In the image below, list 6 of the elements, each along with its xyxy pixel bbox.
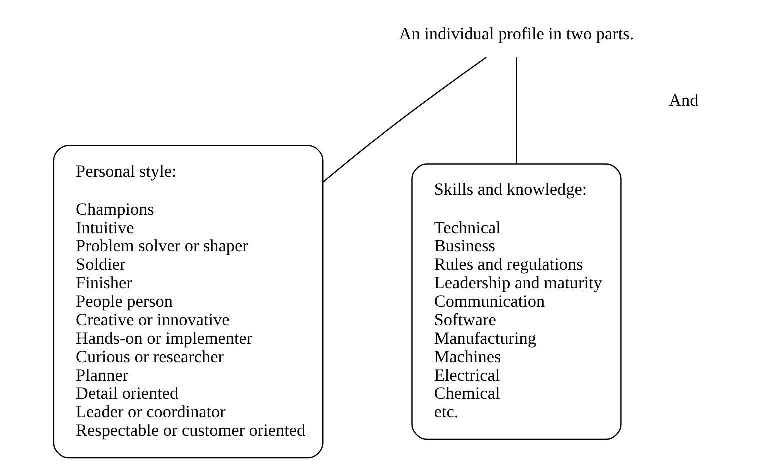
node-text: An individual profile in two parts. <box>398 24 634 44</box>
connector <box>516 58 517 164</box>
connector <box>322 57 486 183</box>
node-box: Skills and knowledge: Technical Business Rules and regulations Leadership and maturity Communication Software Manufacturing Machines Electrical Chemical etc. <box>411 164 622 440</box>
node-box: Personal style: Champions Intuitive Problem solver or shaper Soldier Finisher People person Creative or innovative Hands-on or implementer Curious or researcher Planner Detail oriented Leader or coordinator Respectable or customer oriented <box>52 145 324 459</box>
label: And <box>668 91 698 110</box>
